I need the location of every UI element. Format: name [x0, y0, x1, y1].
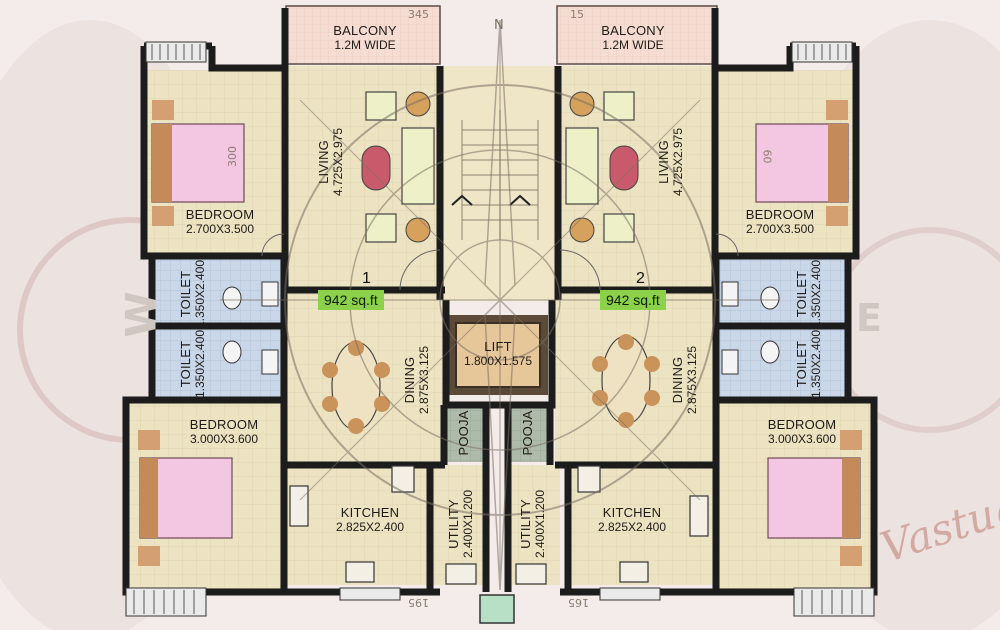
bed-left-top — [151, 100, 245, 226]
compass-degree: 165 — [568, 596, 589, 609]
unit-left-number: 1 — [362, 270, 371, 287]
lift-car — [455, 322, 541, 388]
compass-degree: 60 — [760, 149, 774, 164]
bedroom-left-bottom-label: BEDROOM 3.000X3.600 — [189, 417, 259, 447]
compass-overlay — [220, 19, 780, 591]
unit-right-area: 942 sq.ft — [600, 290, 666, 310]
bed-right-top — [755, 100, 849, 226]
bedroom-right-top-label: BEDROOM 2.700X3.500 — [745, 207, 815, 237]
unit-right-number: 2 — [636, 270, 645, 287]
living-right-label: LIVING 4.725X2.975 — [656, 127, 685, 197]
window-hatch-lines — [133, 44, 863, 614]
dining-right-label: DINING 2.875X3.125 — [670, 345, 699, 415]
toilet-left-2-label: TOILET 1.350X2.400 — [178, 329, 207, 399]
balcony-left — [285, 5, 441, 65]
pooja-right-label: POOJA — [520, 410, 535, 456]
stair-arrow — [451, 194, 473, 206]
compass-degree: 345 — [408, 8, 429, 21]
utility-left-label: UTILITY 2.400X1.200 — [446, 489, 475, 559]
compass-degree: 300 — [226, 146, 239, 167]
unit-left-area: 942 sq.ft — [318, 290, 384, 310]
kitchen-left-label: KITCHEN 2.825X2.400 — [335, 505, 405, 535]
toilet-right-2-label: TOILET 1.350X2.400 — [794, 329, 823, 399]
kitchen-right-label: KITCHEN 2.825X2.400 — [597, 505, 667, 535]
watermark-w: W — [116, 291, 166, 338]
bedroom-right-bottom-label: BEDROOM 3.000X3.600 — [767, 417, 837, 447]
toilet-left-1-label: TOILET 1.350X2.400 — [178, 259, 207, 329]
compass-degree: 195 — [408, 596, 429, 609]
balcony-right-label: BALCONY 1.2M WIDE — [601, 23, 665, 53]
watermark-e: E — [856, 296, 882, 340]
entry-step — [479, 594, 515, 624]
pooja-left-label: POOJA — [456, 410, 471, 456]
utility-right-label: UTILITY 2.400X1.200 — [518, 489, 547, 559]
living-set-right — [565, 91, 639, 243]
dining-left-label: DINING 2.875X3.125 — [402, 345, 431, 415]
bedroom-left-top-label: BEDROOM 2.700X3.500 — [185, 207, 255, 237]
pooja-right — [508, 407, 548, 462]
bed-left-bottom — [138, 430, 233, 566]
balcony-left-label: BALCONY 1.2M WIDE — [333, 23, 397, 53]
lift-label: LIFT 1.800X1.575 — [463, 339, 533, 369]
stair-arrow — [509, 194, 531, 206]
balcony-right — [556, 5, 718, 65]
compass-degree: 15 — [570, 8, 584, 21]
bed-right-bottom — [767, 430, 862, 566]
window-hatches — [125, 41, 875, 617]
door-swings — [261, 233, 739, 291]
pooja-left — [445, 407, 485, 462]
living-left-label: LIVING 4.725X2.975 — [316, 127, 345, 197]
toilet-right-1-label: TOILET 1.350X2.400 — [794, 259, 823, 329]
compass-dir: N — [494, 18, 504, 33]
floor-stair — [442, 66, 556, 301]
dining-table-left — [322, 340, 390, 434]
